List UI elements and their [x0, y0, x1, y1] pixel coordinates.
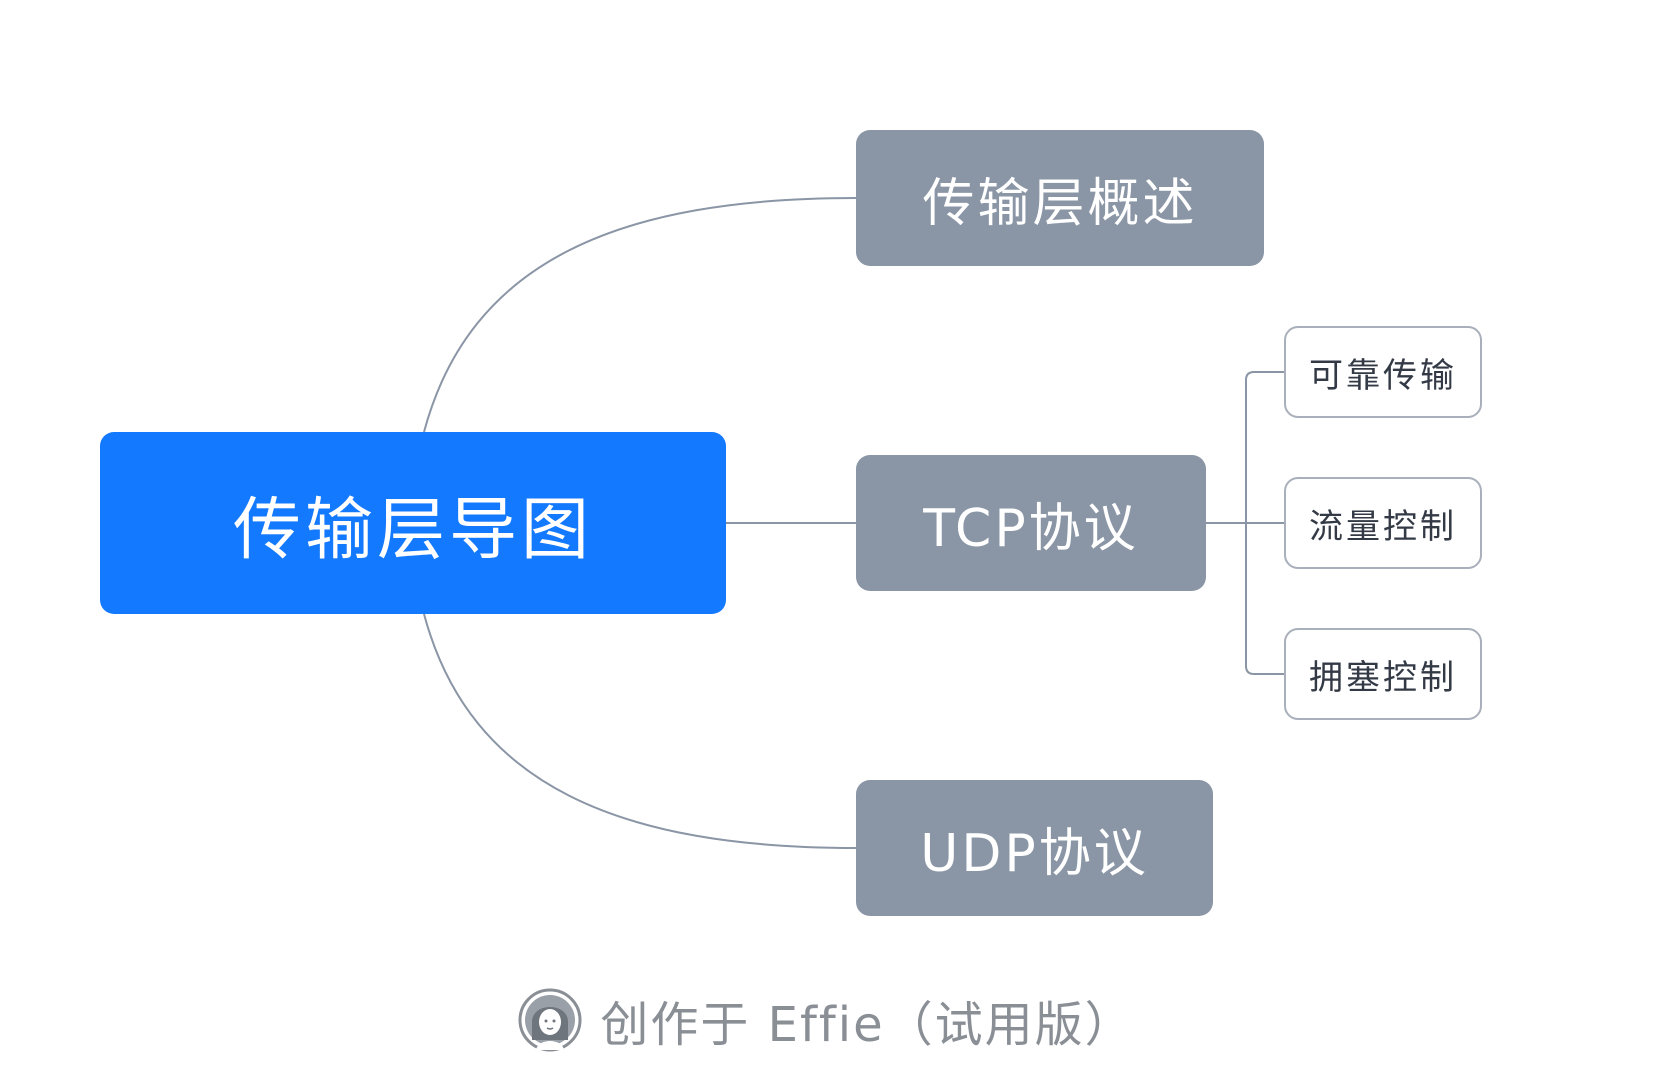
footer-text: 创作于 Effie（试用版）: [600, 997, 1135, 1053]
connector-root-to-overview: [423, 197, 857, 433]
branch-node-udp[interactable]: UDP协议: [856, 780, 1213, 916]
footer-watermark: 创作于 Effie（试用版）: [0, 980, 1653, 1060]
leaf-node-flow-control[interactable]: 流量控制: [1284, 477, 1482, 569]
branch-node-tcp[interactable]: TCP协议: [856, 455, 1206, 591]
connector-root-to-udp: [423, 613, 857, 849]
leaf-node-congestion-control[interactable]: 拥塞控制: [1284, 628, 1482, 720]
leaf-node-reliable-transfer[interactable]: 可靠传输: [1284, 326, 1482, 418]
branch-node-overview[interactable]: 传输层概述: [856, 130, 1264, 266]
root-node[interactable]: 传输层导图: [100, 432, 726, 614]
user-avatar-icon: [518, 988, 582, 1052]
